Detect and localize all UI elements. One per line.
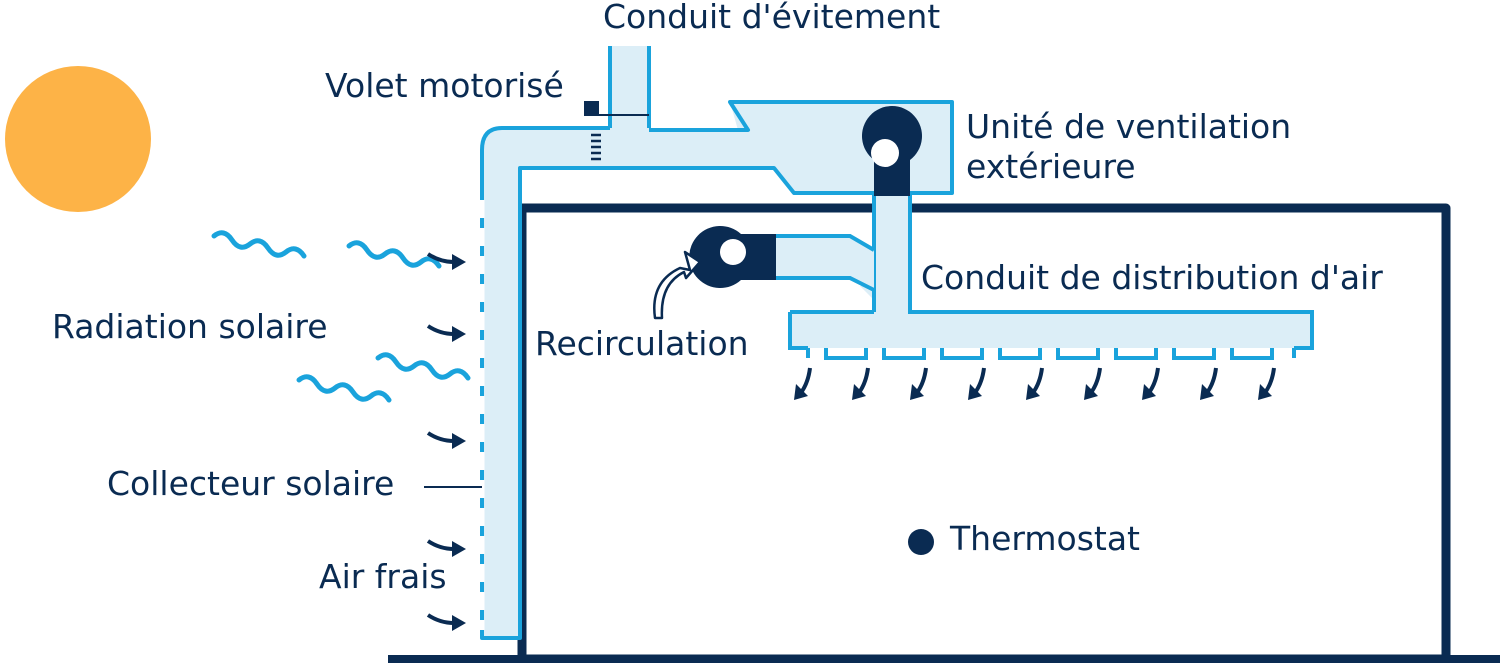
air-arrow-icon: [426, 252, 466, 270]
air-arrow-icon: [426, 539, 466, 557]
distribution-outlets: [806, 348, 1296, 360]
label-solar-collector: Collecteur solaire: [107, 464, 395, 503]
motorized-damper-icon: [584, 101, 599, 116]
air-arrow-icon: [426, 324, 466, 342]
air-arrow-icon: [426, 431, 466, 449]
air-arrow-icon: [910, 367, 928, 400]
thermostat-icon: [908, 529, 934, 555]
air-arrow-icon: [1200, 367, 1218, 400]
air-arrow-icon: [1084, 367, 1102, 400]
label-motorized-damper: Volet motorisé: [325, 66, 564, 105]
air-arrow-icon: [852, 367, 870, 400]
bypass-duct: [610, 46, 649, 130]
fresh-air-arrows: [426, 252, 466, 631]
label-thermostat: Thermostat: [950, 519, 1140, 558]
solar-wave-icon: [375, 352, 471, 381]
air-arrow-icon: [426, 613, 466, 631]
label-bypass-duct: Conduit d'évitement: [603, 0, 941, 36]
label-solar-radiation: Radiation solaire: [52, 307, 328, 346]
outlet-arrows: [794, 367, 1276, 400]
label-recirculation: Recirculation: [535, 324, 749, 363]
fan-icon: [689, 225, 776, 288]
label-ventilation-unit-line2: extérieure: [966, 147, 1136, 186]
supply-duct: [790, 193, 1312, 348]
air-arrow-icon: [1258, 367, 1276, 400]
label-distribution-duct: Conduit de distribution d'air: [921, 258, 1383, 297]
sun-icon: [5, 66, 151, 212]
air-arrow-icon: [794, 367, 812, 400]
air-arrow-icon: [1026, 367, 1044, 400]
solar-wave-icon: [211, 230, 307, 259]
solar-wave-icon: [346, 240, 442, 269]
air-arrow-icon: [968, 367, 986, 400]
solar-wave-icon: [296, 374, 392, 403]
recirculation-arrow-icon: [653, 250, 702, 320]
label-fresh-air: Air frais: [319, 557, 447, 596]
fan-icon: [862, 105, 922, 196]
air-arrow-icon: [1142, 367, 1160, 400]
label-ventilation-unit-line1: Unité de ventilation: [966, 107, 1292, 146]
solar-radiation-waves: [211, 230, 471, 403]
